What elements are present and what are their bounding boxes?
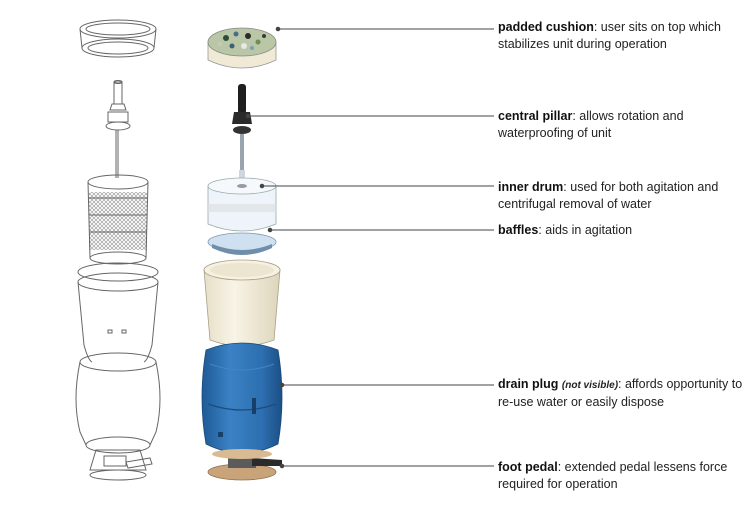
drain-plug-term: drain plug bbox=[498, 377, 559, 391]
foot-pedal-term: foot pedal bbox=[498, 460, 558, 474]
pedal-leader-dot bbox=[279, 463, 285, 469]
drain-plug-label: drain plug (not visible): affords opport… bbox=[498, 376, 746, 411]
padded-cushion-part bbox=[207, 27, 277, 69]
central-pillar-label: central pillar: allows rotation and wate… bbox=[498, 108, 746, 142]
line-outer-tub bbox=[75, 262, 161, 454]
cushion-leader-dot bbox=[275, 26, 281, 32]
central-pillar-part bbox=[232, 84, 252, 178]
padded-cushion-desc: : user sits on top which stabilizes unit… bbox=[498, 20, 721, 51]
foot-pedal-label: foot pedal: extended pedal lessens force… bbox=[498, 459, 746, 493]
leader-lines bbox=[245, 26, 494, 469]
inner-drum-desc: : used for both agitation and centrifuga… bbox=[498, 180, 719, 211]
central-pillar-term: central pillar bbox=[498, 109, 573, 123]
line-cushion-ring bbox=[79, 19, 157, 58]
foot-pedal-part bbox=[207, 449, 282, 481]
baffles-desc: : aids in agitation bbox=[538, 223, 633, 237]
drum-leader-dot bbox=[259, 183, 265, 189]
bucket-part bbox=[203, 259, 281, 347]
baffles-term: baffles bbox=[498, 223, 539, 237]
line-base-pedal bbox=[89, 449, 153, 481]
inner-drum-term: inner drum bbox=[498, 180, 564, 194]
outer-shell-part bbox=[201, 342, 283, 454]
line-pillar bbox=[105, 80, 131, 178]
drain-leader-dot bbox=[279, 382, 285, 388]
padded-cushion-label: padded cushion: user sits on top which s… bbox=[498, 19, 746, 53]
drain-plug-desc: : affords opportunity to re-use water or… bbox=[498, 377, 743, 409]
baffles-part bbox=[207, 232, 277, 255]
baffles-label: baffles: aids in agitation bbox=[498, 222, 746, 239]
inner-drum-part bbox=[207, 177, 277, 232]
line-drawing-view bbox=[75, 19, 161, 481]
central-pillar-desc: : allows rotation and waterproofing of u… bbox=[498, 109, 684, 140]
inner-drum-label: inner drum: used for both agitation and … bbox=[498, 179, 746, 213]
line-mesh-basket bbox=[87, 174, 149, 265]
drain-plug-note: (not visible) bbox=[561, 380, 619, 391]
padded-cushion-term: padded cushion bbox=[498, 20, 594, 34]
foot-pedal-desc: : extended pedal lessens force required … bbox=[498, 460, 728, 491]
pillar-leader-dot bbox=[245, 113, 251, 119]
baffles-leader-dot bbox=[267, 227, 273, 233]
